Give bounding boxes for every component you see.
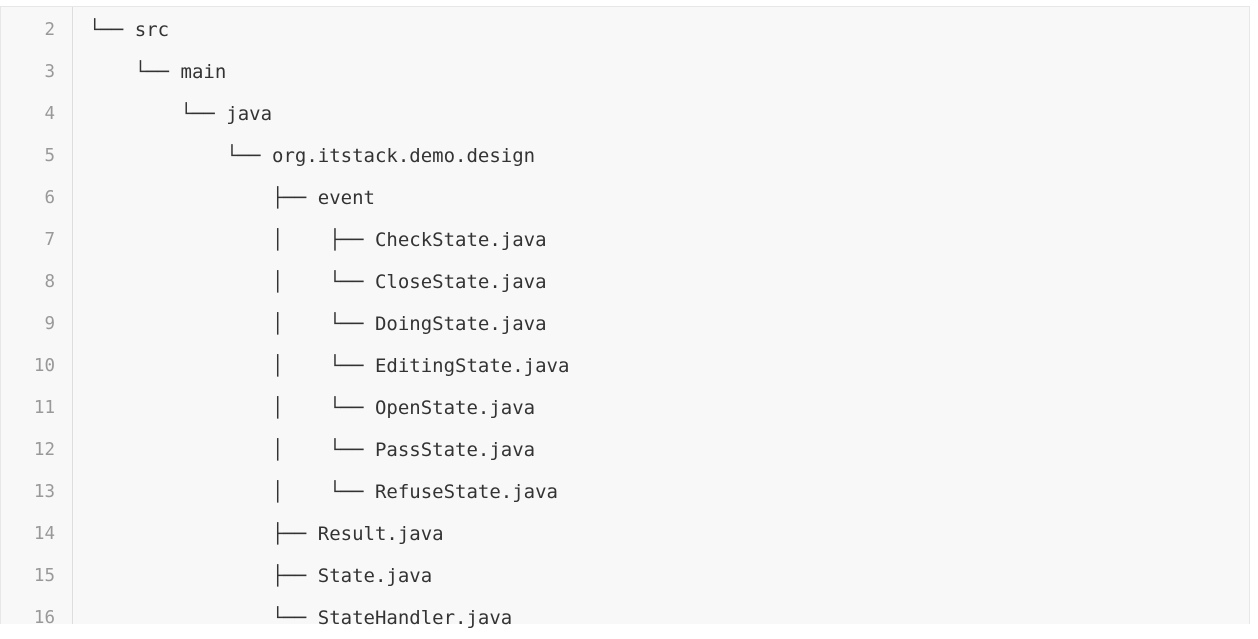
line-number: 8 <box>44 272 55 292</box>
line-number: 15 <box>33 566 55 586</box>
line-text[interactable]: │ └── CloseState.java <box>89 271 547 293</box>
line-text[interactable]: ├── State.java <box>89 565 433 587</box>
line-number: 13 <box>33 482 55 502</box>
code-line: 3 └── main <box>1 51 1249 93</box>
code-line: 13 │ └── RefuseState.java <box>1 471 1249 513</box>
line-text[interactable]: │ └── OpenState.java <box>89 397 536 419</box>
line-text[interactable]: └── java <box>89 103 273 125</box>
line-text[interactable]: │ └── EditingState.java <box>89 355 570 377</box>
line-text[interactable]: └── org.itstack.demo.design <box>89 145 536 167</box>
line-text[interactable]: ├── event <box>89 187 375 209</box>
line-number: 7 <box>44 230 55 250</box>
line-number: 12 <box>33 440 55 460</box>
line-text[interactable]: │ └── DoingState.java <box>89 313 547 335</box>
line-number: 16 <box>33 608 55 628</box>
line-number: 9 <box>44 314 55 334</box>
line-number: 6 <box>44 188 55 208</box>
line-text[interactable]: │ ├── CheckState.java <box>89 229 547 251</box>
code-line: 9 │ └── DoingState.java <box>1 303 1249 345</box>
code-line: 7 │ ├── CheckState.java <box>1 219 1249 261</box>
line-text[interactable]: ├── Result.java <box>89 523 444 545</box>
code-line: 11 │ └── OpenState.java <box>1 387 1249 429</box>
code-block: 2 └── src 3 └── main 4 └── java 5 └── or… <box>0 6 1250 629</box>
code-line: 14 ├── Result.java <box>1 513 1249 555</box>
code-line: 2 └── src <box>1 9 1249 51</box>
line-number: 5 <box>44 146 55 166</box>
line-number: 10 <box>33 356 55 376</box>
line-text[interactable]: └── main <box>89 61 227 83</box>
code-line: 6 ├── event <box>1 177 1249 219</box>
line-number-gutter <box>1 7 73 624</box>
line-number: 3 <box>44 62 55 82</box>
code-line: 10 │ └── EditingState.java <box>1 345 1249 387</box>
line-number: 4 <box>44 104 55 124</box>
line-number: 2 <box>44 20 55 40</box>
line-number: 11 <box>33 398 55 418</box>
line-text[interactable]: └── src <box>89 19 170 41</box>
code-line: 8 │ └── CloseState.java <box>1 261 1249 303</box>
code-line: 12 │ └── PassState.java <box>1 429 1249 471</box>
line-text[interactable]: │ └── PassState.java <box>89 439 536 461</box>
line-text[interactable]: │ └── RefuseState.java <box>89 481 558 503</box>
code-line: 5 └── org.itstack.demo.design <box>1 135 1249 177</box>
code-line: 15 ├── State.java <box>1 555 1249 597</box>
code-line: 16 └── StateHandler.java <box>1 597 1249 639</box>
code-line: 4 └── java <box>1 93 1249 135</box>
line-number: 14 <box>33 524 55 544</box>
line-text[interactable]: └── StateHandler.java <box>89 607 513 629</box>
